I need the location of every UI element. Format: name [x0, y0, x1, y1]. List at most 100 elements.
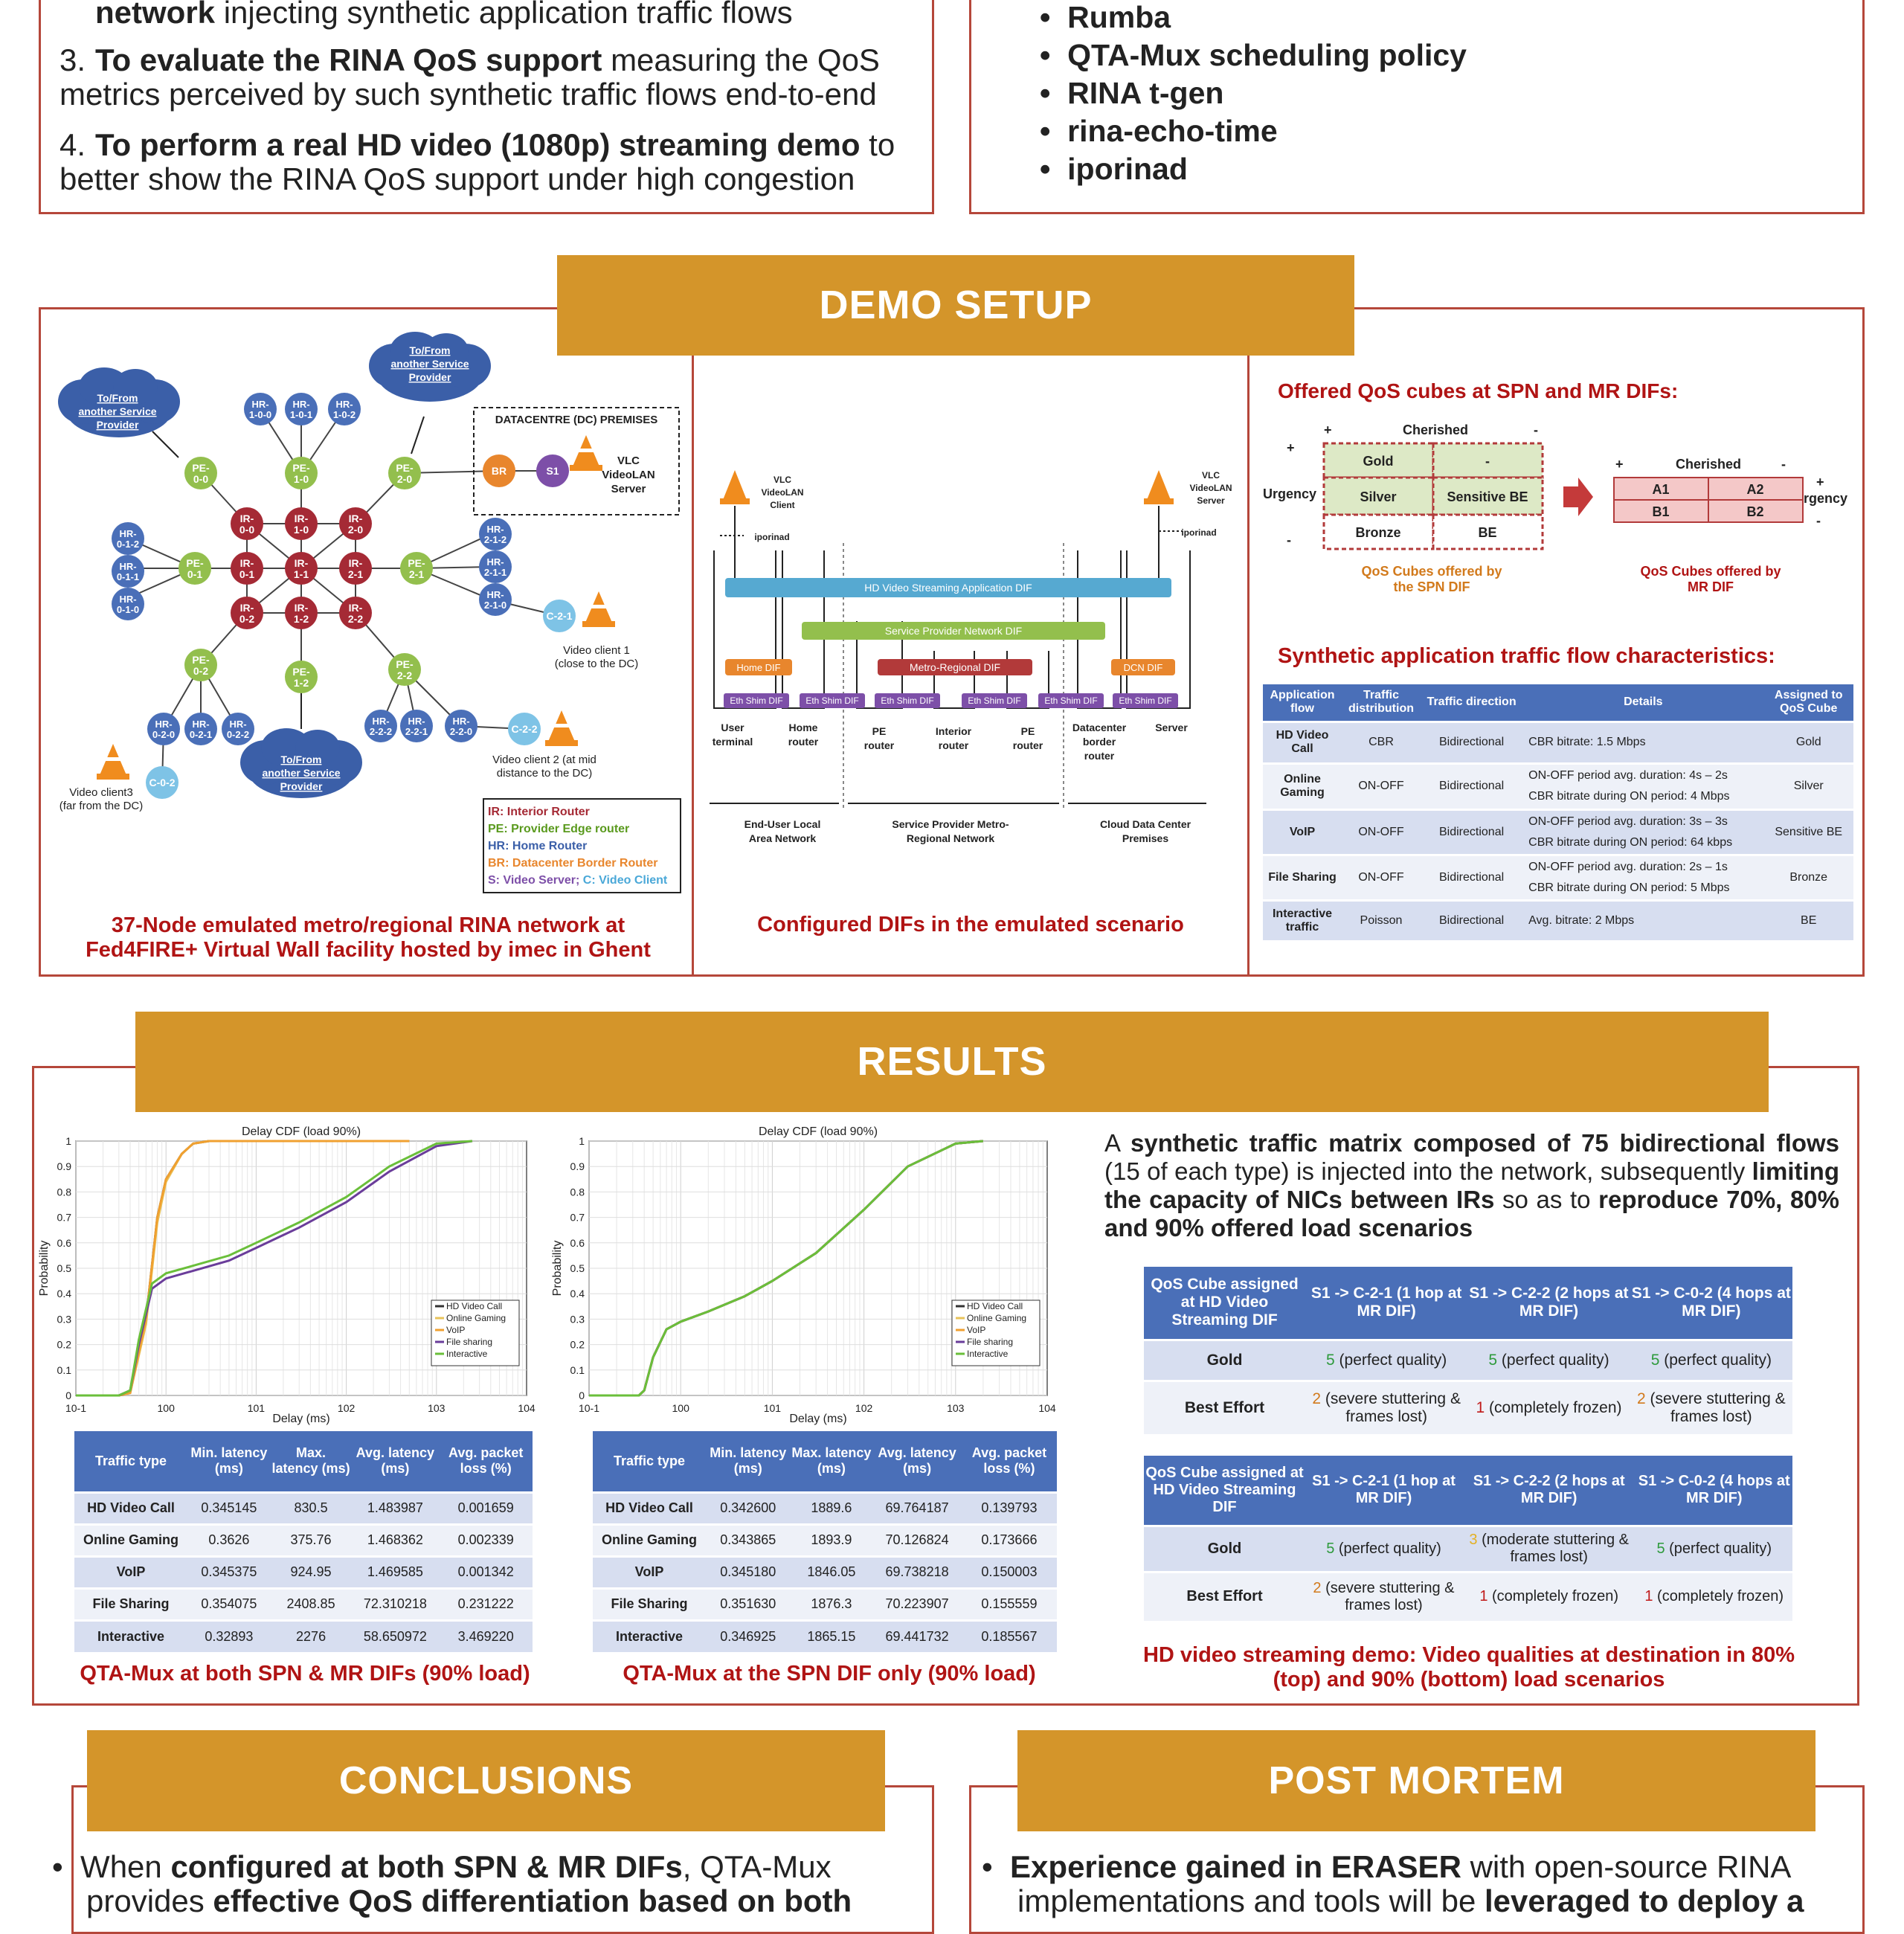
svg-text:another Service: another Service [78, 405, 156, 417]
pe-node: PE- [396, 658, 414, 670]
x-tick-label: 101 [248, 1402, 266, 1414]
x-tick-label: 10-1 [579, 1402, 599, 1414]
y-tick-label: 1 [65, 1135, 71, 1147]
post-mortem-banner: POST MORTEM [1017, 1730, 1815, 1831]
arrow-right-icon [1563, 478, 1593, 516]
latency-th: Avg. latency (ms) [351, 1431, 440, 1492]
x-axis-label: Delay (ms) [789, 1413, 846, 1425]
table-row: Best Effort 2 (severe stuttering & frame… [1144, 1570, 1792, 1621]
hr-node: HR- [408, 716, 425, 727]
ir-node: IR- [295, 602, 309, 614]
mr-cube-cell: B2 [1746, 504, 1763, 519]
vlc-icon [582, 591, 615, 627]
latency-th: Traffic type [593, 1431, 706, 1492]
eth-shim-dif: Eth Shim DIF [1044, 695, 1097, 706]
svg-text:2-2-2: 2-2-2 [370, 726, 392, 737]
svg-text:0-1-0: 0-1-0 [117, 604, 139, 615]
net-end-user: End-User Local [744, 818, 821, 830]
chart-title: Delay CDF (load 90%) [242, 1125, 361, 1138]
latency-th: Min. latency (ms) [706, 1431, 791, 1492]
svg-text:1-1: 1-1 [294, 568, 309, 580]
y-tick-label: 0.6 [570, 1237, 585, 1249]
svg-text:0-2-0: 0-2-0 [152, 729, 175, 740]
svg-text:2-1: 2-1 [348, 568, 363, 580]
tools-list: • Rumba • QTA-Mux scheduling policy • RI… [1040, 0, 1467, 188]
tool-item: • RINA t-gen [1040, 76, 1224, 110]
ir-node: IR- [295, 557, 309, 569]
objective-3: 3.To evaluate the RINA QoS support measu… [60, 43, 915, 112]
mr-cube-cell: A2 [1746, 482, 1763, 497]
spn-cube-cell: Gold [1363, 454, 1394, 469]
vlc-icon [545, 710, 578, 746]
spn-dif-label: Service Provider Network DIF [885, 625, 1022, 637]
tools-box [969, 0, 1865, 214]
video-th: S1 -> C-2-2 (2 hops at MR DIF) [1467, 1267, 1630, 1340]
home-dif-label: Home DIF [736, 662, 780, 673]
spn-cube-cell: Sensitive BE [1447, 489, 1528, 504]
y-tick-label: 0.9 [57, 1160, 72, 1172]
net-spn: Service Provider Metro- [892, 818, 1009, 830]
hr-node: HR- [486, 589, 504, 600]
objective-4: 4.To perform a real HD video (1080p) str… [60, 128, 915, 196]
legend-hr: HR: Home Router [488, 840, 588, 852]
video-caption: HD video streaming demo: Video qualities… [1142, 1643, 1795, 1692]
hr-node: HR- [372, 716, 389, 727]
svg-text:2-1-0: 2-1-0 [484, 600, 506, 611]
demo-setup-banner: DEMO SETUP [557, 255, 1354, 356]
video-quality-table-80: QoS Cube assigned at HD Video Streaming … [1144, 1267, 1792, 1434]
pe-node: PE- [192, 462, 210, 474]
traffic-table: Application flow Traffic distribution Tr… [1263, 684, 1853, 940]
vlc-icon [97, 744, 129, 780]
traffic-th: Details [1522, 684, 1764, 722]
cloud-label: To/From [97, 392, 138, 404]
svg-text:To/From: To/From [281, 754, 322, 765]
tool-item: • QTA-Mux scheduling policy [1040, 38, 1467, 72]
legend-label: HD Video Call [446, 1301, 502, 1311]
eth-shim-dif: Eth Shim DIF [881, 695, 933, 706]
latency-th: Avg. latency (ms) [872, 1431, 962, 1492]
y-tick-label: 0.4 [570, 1288, 585, 1299]
vlc-icon [720, 470, 750, 504]
eth-shim-dif: Eth Shim DIF [730, 695, 782, 706]
svg-text:0-0: 0-0 [193, 473, 208, 485]
latency-th: Max. latency (ms) [270, 1431, 352, 1492]
qos-title: Offered QoS cubes at SPN and MR DIFs: [1278, 379, 1679, 402]
results-caption-1: QTA-Mux at both SPN & MR DIFs (90% load) [80, 1662, 530, 1686]
node-server: Server [1155, 722, 1188, 733]
topology-legend: IR: Interior Router PE: Provider Edge ro… [488, 803, 667, 889]
svg-text:1-0: 1-0 [294, 524, 309, 536]
objectives-box [39, 0, 934, 214]
x-tick-label: 103 [428, 1402, 446, 1414]
svg-text:VideoLAN: VideoLAN [761, 487, 803, 498]
topology-diagram: To/From another Service Provider To/From… [58, 332, 681, 893]
y-tick-label: 0.1 [57, 1364, 72, 1376]
svg-text:2-1-1: 2-1-1 [484, 567, 506, 578]
br-node: BR [492, 465, 506, 477]
svg-text:1-0-1: 1-0-1 [290, 409, 312, 420]
svg-text:Server: Server [1197, 495, 1225, 506]
svg-text:Premises: Premises [1122, 832, 1168, 844]
node-home-router: Home [789, 722, 818, 733]
pe-node: PE- [292, 462, 310, 474]
svg-text:2-2: 2-2 [348, 613, 363, 625]
x-tick-label: 102 [855, 1402, 873, 1414]
objective-3-bold: To evaluate the RINA QoS support [95, 42, 602, 77]
y-tick-label: 0.3 [57, 1313, 72, 1325]
x-tick-label: 104 [518, 1402, 536, 1414]
mr-cube-cell: A1 [1652, 482, 1669, 497]
hd-dif-label: HD Video Streaming Application DIF [864, 582, 1032, 594]
series-line [589, 1140, 984, 1397]
x-tick-label: 102 [338, 1402, 356, 1414]
hr-node: HR- [155, 719, 172, 730]
objective-4-bold: To perform a real HD video (1080p) strea… [95, 127, 861, 162]
legend-label: File sharing [967, 1337, 1013, 1347]
latency-th: Max. latency (ms) [790, 1431, 873, 1492]
svg-text:(close to the DC): (close to the DC) [555, 658, 639, 670]
node-dc-border-router: Datacenter [1072, 722, 1127, 733]
